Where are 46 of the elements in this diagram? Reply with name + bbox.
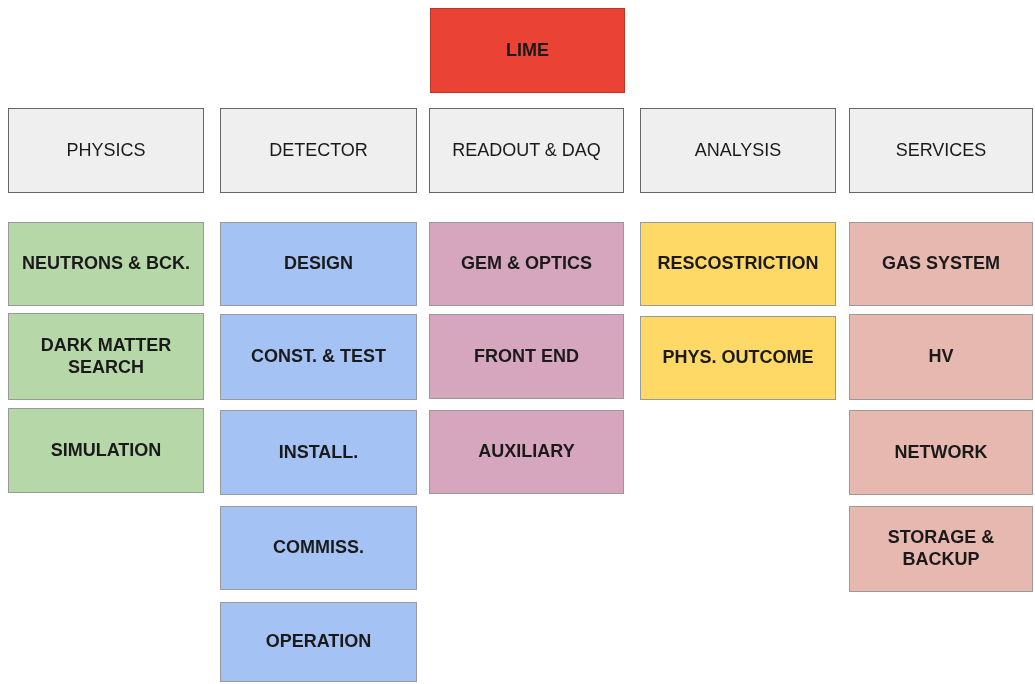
task-box bbox=[429, 222, 624, 306]
task-box bbox=[849, 314, 1033, 400]
box-label: FRONT END bbox=[474, 345, 579, 368]
box-label: PHYSICS bbox=[66, 139, 146, 162]
task-box bbox=[220, 222, 417, 306]
box-label: STORAGE & BACKUP bbox=[886, 527, 996, 571]
task-box bbox=[640, 222, 836, 306]
box-label: GEM & OPTICS bbox=[461, 253, 592, 275]
task-box bbox=[640, 316, 836, 400]
box-label: COMMISS. bbox=[273, 537, 364, 559]
task-box bbox=[8, 222, 204, 306]
category-box bbox=[640, 108, 836, 193]
box-label: ANALYSIS bbox=[694, 139, 782, 162]
box-label: NETWORK bbox=[894, 441, 988, 464]
category-box bbox=[8, 108, 204, 193]
root-box bbox=[430, 8, 625, 93]
box-label: GAS SYSTEM bbox=[882, 253, 1000, 275]
box-label: HV bbox=[928, 346, 954, 368]
box-label: DETECTOR bbox=[269, 139, 368, 162]
box-label: LIME bbox=[506, 39, 549, 62]
category-box bbox=[220, 108, 417, 193]
task-box bbox=[429, 410, 624, 494]
box-label: CONST. & TEST bbox=[251, 346, 386, 368]
box-label: READOUT & DAQ bbox=[452, 139, 601, 162]
box-label: RESCOSTRICTION bbox=[657, 253, 819, 275]
box-label: SIMULATION bbox=[50, 439, 162, 462]
box-label: AUXILIARY bbox=[478, 441, 575, 463]
task-box bbox=[220, 602, 417, 682]
box-label: NEUTRONS & BCK. bbox=[22, 253, 190, 275]
box-label: INSTALL. bbox=[278, 441, 359, 464]
category-box bbox=[429, 108, 624, 193]
task-box bbox=[220, 314, 417, 400]
box-label: PHYS. OUTCOME bbox=[662, 347, 814, 369]
box-label: OPERATION bbox=[265, 631, 372, 653]
task-box bbox=[220, 410, 417, 495]
task-box bbox=[8, 313, 204, 400]
task-box bbox=[849, 410, 1033, 495]
task-box bbox=[849, 506, 1033, 592]
box-label: DARK MATTER SEARCH bbox=[39, 334, 173, 379]
task-box bbox=[849, 222, 1033, 306]
task-box bbox=[8, 408, 204, 493]
box-label: DESIGN bbox=[284, 253, 353, 275]
category-box bbox=[849, 108, 1033, 193]
box-label: SERVICES bbox=[895, 139, 987, 162]
task-box bbox=[429, 314, 624, 399]
task-box bbox=[220, 506, 417, 590]
